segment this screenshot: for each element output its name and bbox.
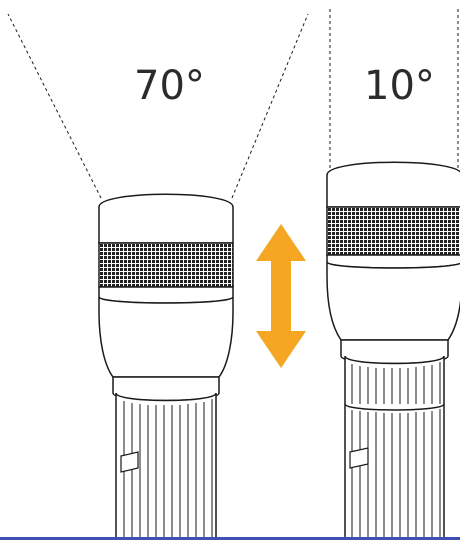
right-body: [344, 355, 445, 540]
right-clip: [349, 447, 369, 469]
left-head-ring: [98, 286, 234, 304]
right-body-grooves-upper: [351, 362, 441, 404]
bottom-divider: [0, 537, 460, 540]
right-head-lower: [326, 261, 460, 341]
right-body-grooves-lower: [351, 409, 441, 540]
left-clip: [120, 451, 139, 473]
left-flashlight: [7, 13, 309, 540]
right-collar: [340, 339, 449, 365]
left-head-lower: [98, 296, 234, 378]
narrow-angle-label: 10°: [364, 63, 435, 109]
left-collar: [112, 376, 220, 402]
left-knurl-band: [98, 242, 234, 288]
right-flashlight: [326, 6, 460, 540]
right-knurl-band: [326, 206, 460, 256]
right-body-ring: [344, 403, 445, 411]
left-body-grooves: [123, 399, 213, 540]
left-beam-line-right: [231, 13, 309, 199]
right-head-top: [326, 161, 460, 208]
left-beam-line-left: [7, 13, 102, 199]
left-head-top: [98, 193, 234, 244]
left-body: [115, 392, 217, 540]
wide-angle-label: 70°: [134, 63, 205, 109]
adjust-arrow-icon: [256, 224, 306, 368]
